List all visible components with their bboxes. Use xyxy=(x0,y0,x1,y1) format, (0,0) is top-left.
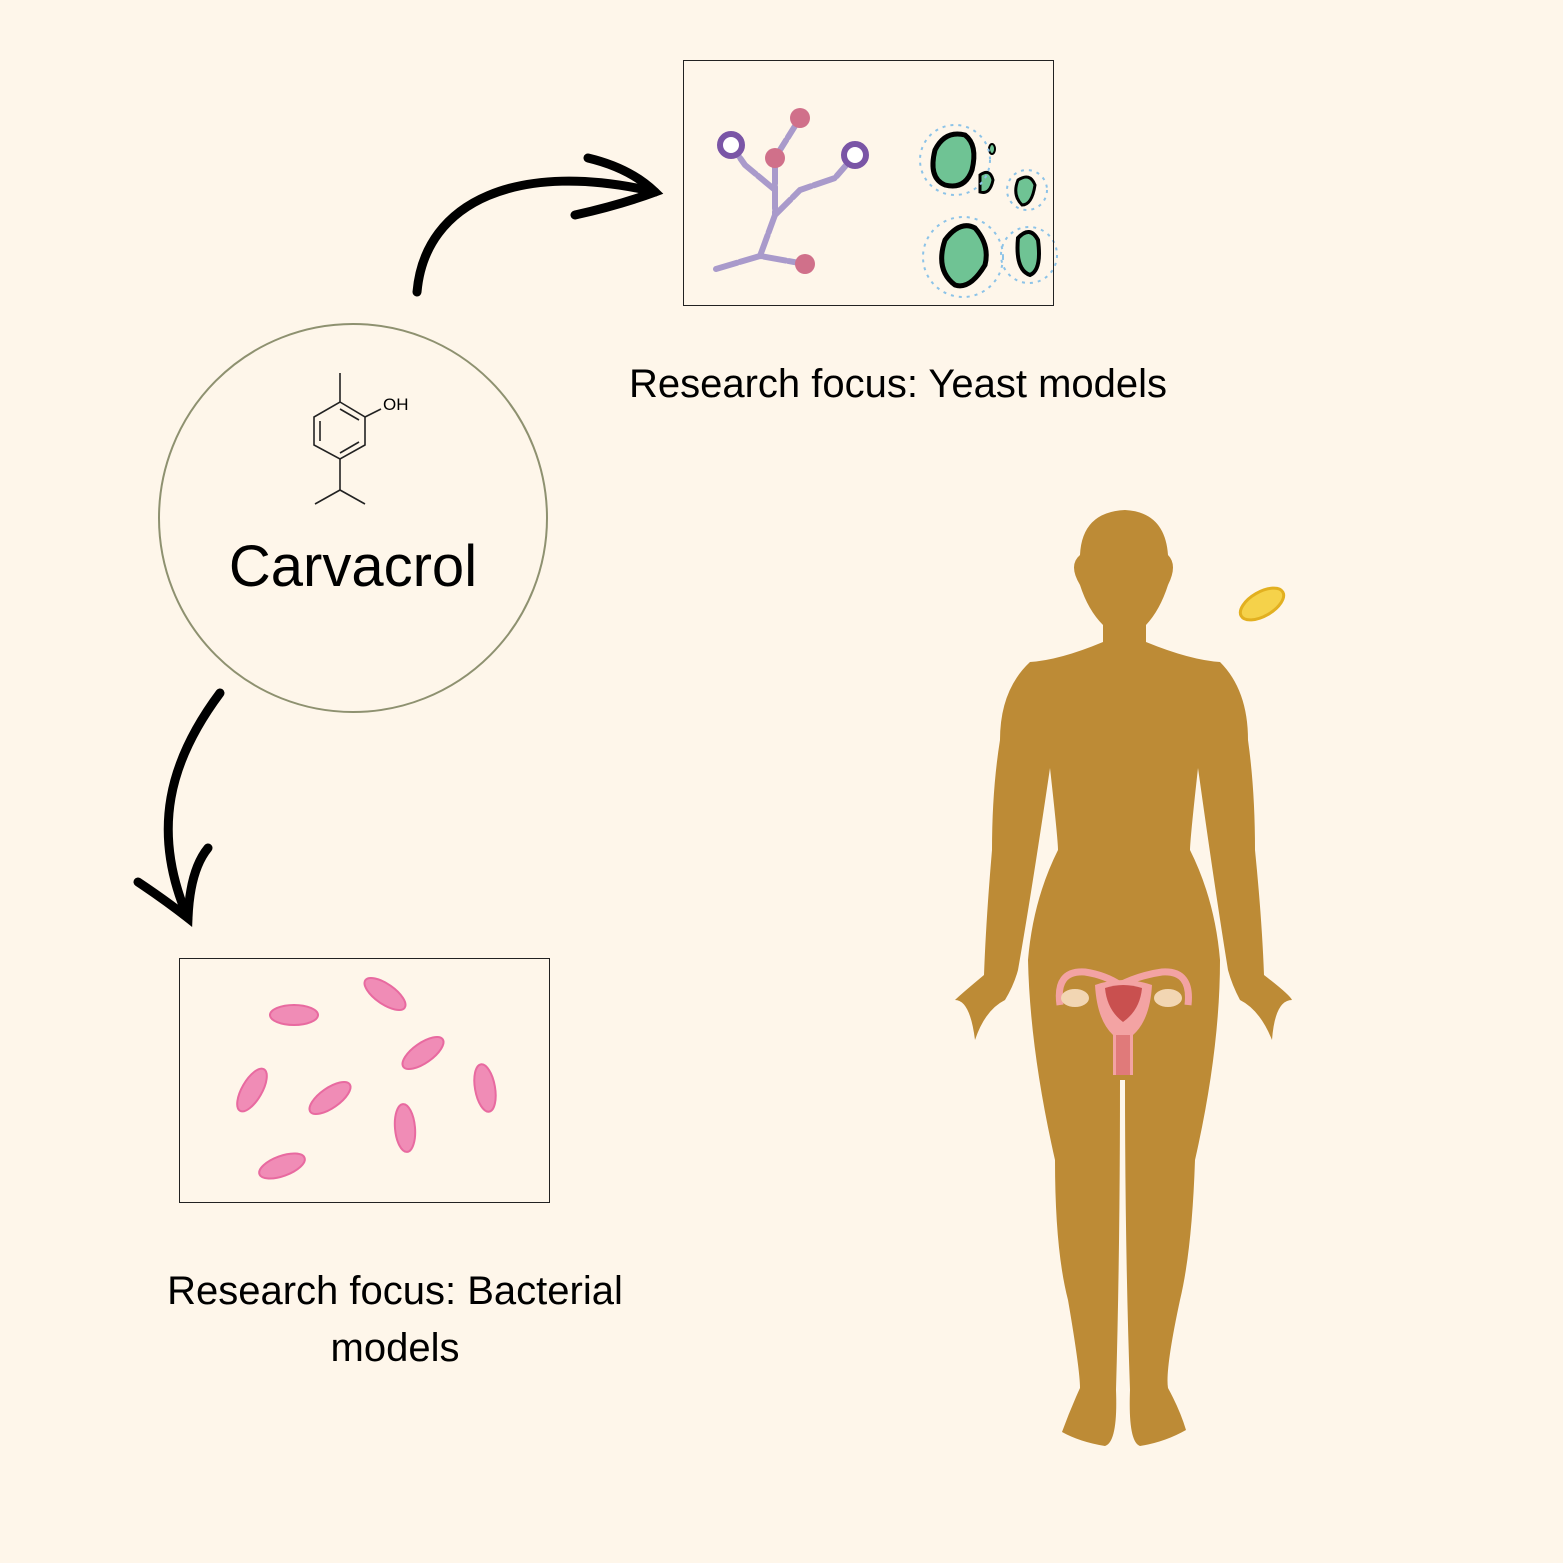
uterus-icon xyxy=(1055,968,1192,1075)
arrow-to-bacteria-icon xyxy=(133,688,225,927)
bacterial-models-image xyxy=(179,958,550,1203)
yeast-caption: Research focus: Yeast models xyxy=(628,362,1168,406)
capsule-icon xyxy=(1238,586,1286,622)
yeast-spores-icon xyxy=(717,108,869,274)
arrow-to-yeast-icon xyxy=(412,153,664,297)
bacteria-icon xyxy=(236,976,497,1180)
carvacrol-structure-icon xyxy=(313,373,382,505)
yeast-models-image xyxy=(683,60,1054,306)
carvacrol-circle xyxy=(158,323,548,713)
carvacrol-title: Carvacrol xyxy=(228,534,478,599)
bacteria-caption: Research focus: Bacterial models xyxy=(167,1269,623,1370)
human-body-silhouette-icon xyxy=(955,510,1292,1446)
yeast-cells-icon xyxy=(930,131,1041,289)
oh-label: OH xyxy=(383,395,409,414)
yeast-halo-icon xyxy=(919,124,1058,298)
